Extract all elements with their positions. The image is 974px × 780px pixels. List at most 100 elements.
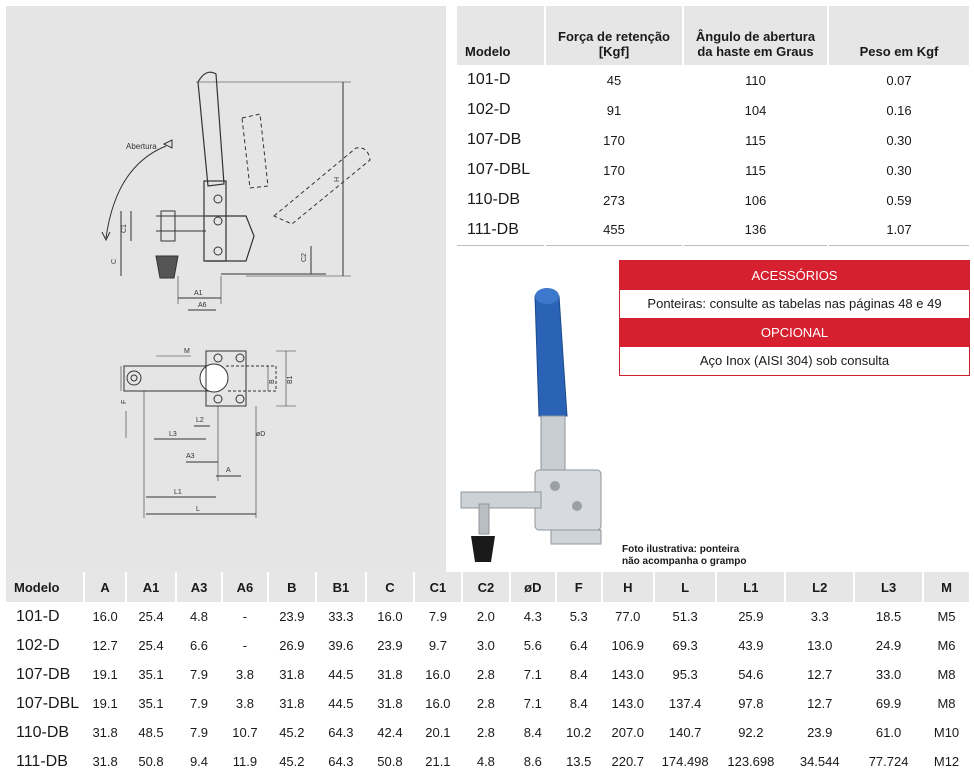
table-cell: 31.8 — [84, 747, 127, 776]
technical-drawing-panel: H C1 C C2 A1 A6 Abertura M B B — [6, 6, 446, 572]
table-cell: 102-D — [6, 631, 86, 660]
accessories-title: ACESSÓRIOS — [620, 261, 969, 290]
table-cell: 16.0 — [413, 689, 463, 718]
table-cell: 35.1 — [125, 660, 178, 689]
table-cell: 19.1 — [84, 689, 127, 718]
table-cell: 92.2 — [716, 718, 787, 747]
dimensions-header-cell: A3 — [176, 572, 223, 602]
table-cell: 48.5 — [125, 718, 178, 747]
table-cell: M12 — [933, 754, 960, 769]
table-cell: 9.7 — [413, 631, 463, 660]
table-cell: 0.16 — [886, 102, 912, 118]
table-cell: 6.6 — [176, 631, 223, 660]
spec-table: Modelo Força de retenção [Kgf] Ângulo de… — [457, 6, 969, 246]
table-cell: 3.8 — [221, 689, 269, 718]
svg-text:øD: øD — [256, 431, 265, 438]
table-cell: 64.3 — [315, 747, 367, 776]
table-cell: 107-DB — [457, 125, 546, 155]
table-cell: 136 — [683, 215, 829, 246]
svg-text:C: C — [111, 259, 118, 264]
table-cell: 207.0 — [601, 718, 655, 747]
accessories-box: ACESSÓRIOS Ponteiras: consulte as tabela… — [619, 260, 970, 376]
svg-text:L: L — [196, 506, 200, 513]
table-cell: 20.1 — [413, 718, 463, 747]
dimensions-header-cell: C1 — [413, 572, 463, 602]
svg-text:H: H — [334, 177, 341, 182]
table-cell: 101-D — [457, 65, 546, 95]
table-cell: 123.698 — [716, 747, 787, 776]
table-cell: 26.9 — [267, 631, 317, 660]
table-cell: 3.0 — [461, 631, 511, 660]
dimensions-header-cell: B1 — [315, 572, 367, 602]
svg-text:L2: L2 — [196, 417, 204, 424]
abertura-label: Abertura — [126, 142, 157, 151]
table-cell: 18.5 — [854, 602, 925, 631]
table-cell: 25.4 — [125, 631, 178, 660]
table-cell: 170 — [545, 125, 684, 155]
table-cell: 0.59 — [886, 192, 912, 208]
table-cell: 2.8 — [461, 689, 511, 718]
table-cell: 140.7 — [653, 718, 718, 747]
table-cell: 8.4 — [509, 718, 557, 747]
spec-header-row: Modelo Força de retenção [Kgf] Ângulo de… — [457, 6, 969, 65]
plan-view: M B B1 F L2 L3 øD A3 A L1 L — [120, 348, 296, 518]
table-cell: 102-D — [457, 95, 546, 125]
table-cell: 7.1 — [509, 660, 557, 689]
spec-header-cell: Ângulo de abertura da haste em Graus — [683, 6, 829, 65]
dimensions-header-cell: A6 — [221, 572, 269, 602]
table-cell: 77.0 — [601, 602, 655, 631]
table-cell: 54.6 — [716, 660, 787, 689]
side-view: H C1 C C2 A1 A6 — [101, 71, 371, 311]
table-cell: M8 — [937, 667, 956, 682]
table-cell: M8 — [937, 696, 956, 711]
svg-text:B: B — [269, 379, 276, 384]
table-cell: 3.8 — [221, 660, 269, 689]
table-cell: 8.4 — [555, 660, 603, 689]
photo-caption-line: não acompanha o grampo — [622, 556, 747, 567]
table-cell: 170 — [545, 155, 684, 185]
table-cell: 50.8 — [125, 747, 178, 776]
table-cell: 23.9 — [267, 602, 317, 631]
table-cell: 77.724 — [854, 747, 925, 776]
table-cell: 31.8 — [267, 660, 317, 689]
table-cell: 13.0 — [785, 631, 856, 660]
table-cell: 16.0 — [365, 602, 415, 631]
table-cell: 137.4 — [653, 689, 718, 718]
table-cell: 107-DBL — [457, 155, 546, 185]
table-cell: 8.6 — [509, 747, 557, 776]
photo-caption: Foto ilustrativa: ponteira não acompanha… — [622, 544, 746, 568]
table-cell: 33.0 — [854, 660, 925, 689]
dimensions-header-cell: C — [365, 572, 415, 602]
table-cell: 6.4 — [555, 631, 603, 660]
table-cell: 7.9 — [176, 689, 223, 718]
table-cell: 97.8 — [716, 689, 787, 718]
dimensions-header-cell: A — [84, 572, 127, 602]
table-cell: 143.0 — [601, 689, 655, 718]
table-cell: 5.3 — [555, 602, 603, 631]
table-cell: M6 — [937, 638, 956, 653]
svg-text:F: F — [121, 400, 128, 404]
table-cell: 23.9 — [785, 718, 856, 747]
table-cell: M5 — [937, 609, 956, 624]
table-cell: 4.8 — [176, 602, 223, 631]
table-cell: 31.8 — [365, 689, 415, 718]
table-cell: 115 — [683, 125, 829, 155]
table-cell: 12.7 — [84, 631, 127, 660]
table-cell: 51.3 — [653, 602, 718, 631]
svg-text:B1: B1 — [287, 375, 294, 384]
table-cell: 21.1 — [413, 747, 463, 776]
spec-header-cell: Força de retenção [Kgf] — [545, 6, 684, 65]
table-cell: 111-DB — [6, 747, 86, 776]
table-cell: 106.9 — [601, 631, 655, 660]
product-photo — [460, 288, 602, 562]
table-cell: 115 — [683, 155, 829, 185]
table-cell: 39.6 — [315, 631, 367, 660]
table-cell: 7.9 — [413, 602, 463, 631]
table-cell: 45.2 — [267, 718, 317, 747]
svg-text:A3: A3 — [186, 453, 195, 460]
dimensions-header-cell: Modelo — [6, 572, 86, 602]
